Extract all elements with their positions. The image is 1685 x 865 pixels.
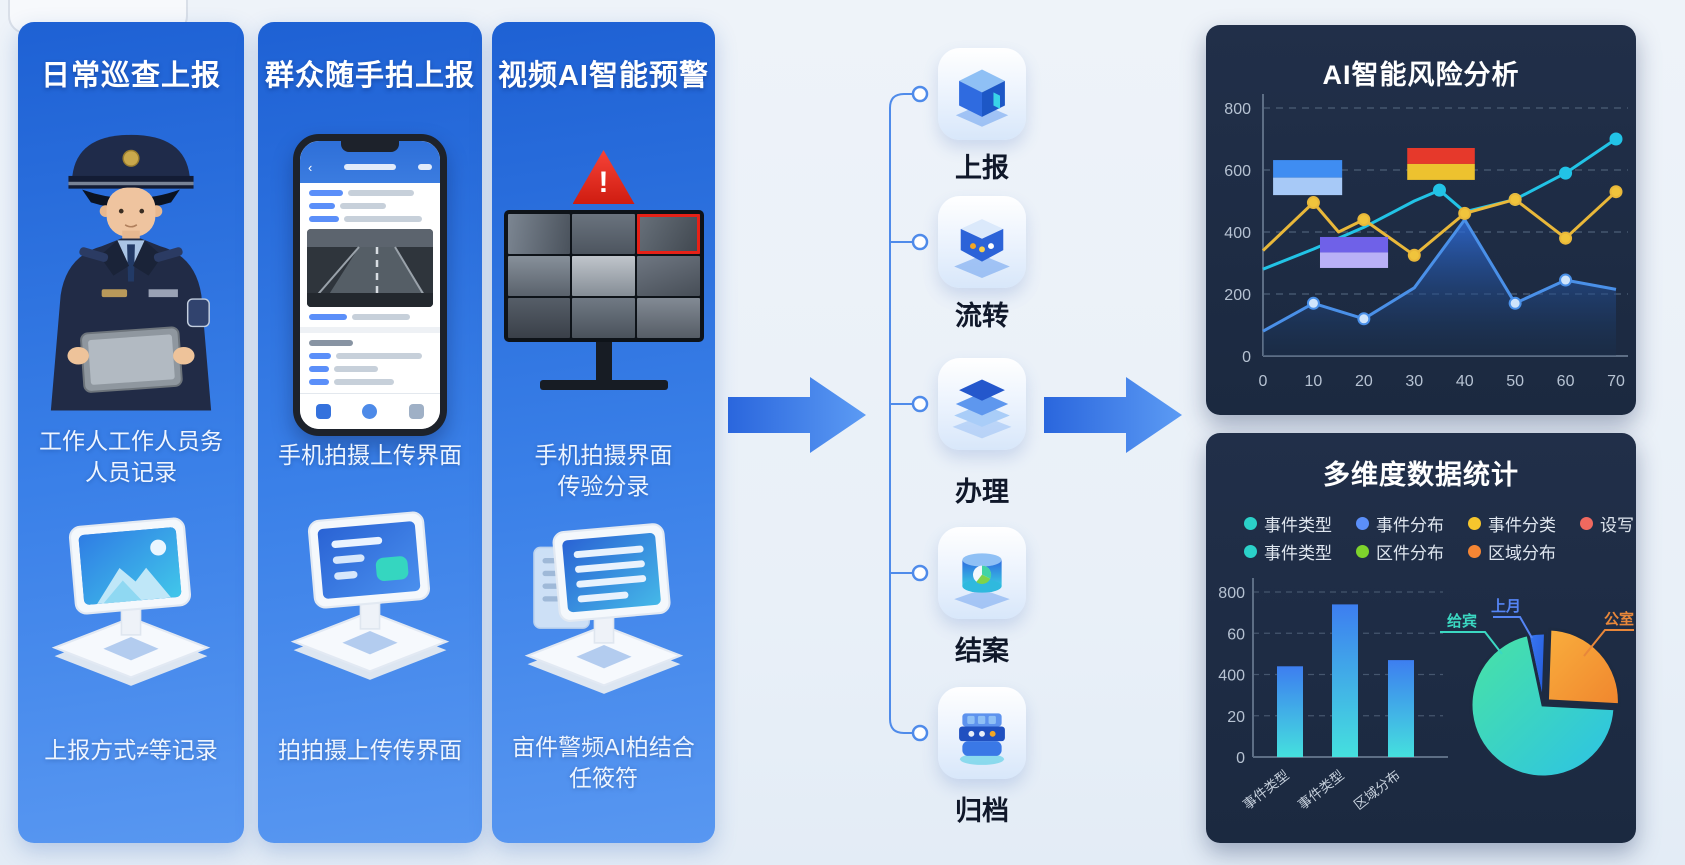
panel-caption-top: 工作人工作人员务 人员记录	[39, 428, 223, 485]
road-photo	[307, 229, 433, 307]
legend-dot-icon	[1468, 545, 1481, 558]
monitor-image-icon	[51, 517, 211, 686]
risk-panel-title: AI智能风险分析	[1322, 60, 1520, 90]
legend-item: 设写	[1580, 511, 1634, 536]
nav-home-icon	[315, 404, 331, 419]
risk-analysis-panel: AI智能风险分析 0 200 400 600 800 0 10 20 30 40 50 60 70	[1206, 25, 1636, 415]
legend-item: 事件类型	[1244, 539, 1332, 564]
flow-arrow-right	[1044, 377, 1182, 453]
legend-label: 事件分布	[1376, 516, 1444, 535]
panel-caption-bottom: 亩件警频AI柏结合 任筱符	[512, 734, 695, 791]
svg-text:0: 0	[1242, 349, 1251, 366]
panel-daily-patrol: 日常巡查上报	[18, 22, 244, 843]
alert-camera-cell	[636, 214, 700, 254]
legend-dot-icon	[1356, 545, 1369, 558]
svg-text:70: 70	[1607, 373, 1625, 390]
svg-text:区域分布: 区域分布	[1351, 768, 1403, 813]
nav-profile-icon	[409, 404, 425, 419]
panel-caption-top: 手机拍摄上传界面	[278, 442, 462, 468]
legend-label: 设写	[1600, 516, 1634, 535]
step-label-circulate: 流转	[955, 301, 1009, 331]
legend-item: 区域分布	[1468, 539, 1556, 564]
step-tile-report	[938, 48, 1026, 140]
panel-caption-bottom: 上报方式≠等记录	[44, 737, 218, 763]
svg-text:600: 600	[1224, 163, 1251, 180]
svg-text:800: 800	[1224, 101, 1251, 118]
legend-label: 区件分布	[1376, 544, 1444, 563]
legend-dot-icon	[1468, 517, 1481, 530]
step-label-report: 上报	[955, 153, 1009, 183]
monitor-list-icon	[290, 511, 450, 680]
monitor-document-icon	[524, 523, 683, 694]
panel-public-snapshot: 群众随手拍上报 ‹	[258, 22, 482, 843]
archive-icon	[959, 713, 1005, 765]
svg-text:60: 60	[1227, 626, 1245, 643]
legend-label: 区域分布	[1488, 544, 1556, 563]
svg-text:公室: 公室	[1604, 610, 1634, 628]
stats-bar-pie-chart: 80060400200事件类型事件类型区域分布公室上月给宾	[1218, 578, 1634, 813]
legend-label: 事件分类	[1488, 516, 1556, 535]
legend-label: 事件类型	[1264, 544, 1332, 563]
phone-mockup: ‹	[293, 134, 447, 436]
stats-legend-row-2: 事件类型 区件分布 区域分布	[1244, 539, 1556, 564]
svg-text:0: 0	[1259, 373, 1268, 390]
flow-connector-line	[889, 85, 929, 742]
step-tile-archive	[938, 687, 1026, 779]
police-officer-illustration	[50, 134, 212, 411]
svg-text:0: 0	[1236, 750, 1245, 767]
nav-report-icon	[362, 404, 378, 419]
cube-icon	[955, 69, 1009, 127]
svg-text:200: 200	[1224, 287, 1251, 304]
svg-text:40: 40	[1456, 373, 1474, 390]
panel-caption-top: 手机拍摄界面 传验分录	[534, 442, 673, 499]
legend-item: 事件类型	[1244, 511, 1332, 536]
legend-dot-icon	[1244, 517, 1257, 530]
stats-legend-row-1: 事件类型 事件分布 事件分类 设写	[1244, 511, 1634, 536]
legend-dot-icon	[1580, 517, 1593, 530]
legend-item: 事件分类	[1468, 511, 1556, 536]
svg-text:20: 20	[1227, 709, 1245, 726]
panel-title: 群众随手拍上报	[264, 60, 475, 92]
svg-text:事件类型: 事件类型	[1240, 768, 1292, 813]
step-tile-process	[938, 358, 1026, 450]
layers-icon	[952, 379, 1012, 439]
svg-text:上月: 上月	[1491, 598, 1521, 615]
svg-text:事件类型: 事件类型	[1295, 768, 1347, 813]
panel-title: 视频AI智能预警	[497, 60, 709, 92]
phone-notch	[341, 141, 399, 152]
legend-label: 事件类型	[1264, 516, 1332, 535]
flow-arrow-left	[728, 377, 866, 453]
svg-text:60: 60	[1557, 373, 1575, 390]
open-box-icon	[954, 219, 1010, 278]
step-label-archive: 归档	[955, 796, 1009, 826]
step-label-close-case: 结案	[955, 636, 1009, 666]
svg-text:400: 400	[1224, 225, 1251, 242]
step-tile-close-case	[938, 527, 1026, 619]
svg-text:400: 400	[1218, 668, 1245, 685]
legend-dot-icon	[1244, 545, 1257, 558]
legend-item: 事件分布	[1356, 511, 1444, 536]
svg-text:给宾: 给宾	[1447, 612, 1477, 630]
panel-title: 日常巡查上报	[40, 60, 221, 92]
step-tile-circulate	[938, 196, 1026, 288]
risk-line-chart: 0 200 400 600 800 0 10 20 30 40 50 60 70	[1224, 94, 1628, 390]
phone-bottom-nav	[300, 393, 440, 429]
svg-text:800: 800	[1218, 585, 1245, 602]
legend-dot-icon	[1356, 517, 1369, 530]
warning-triangle-icon: !	[572, 150, 635, 204]
panel-video-ai-alert: 视频AI智能预警 ! 手机拍摄界面 传验分录	[492, 22, 715, 843]
svg-text:20: 20	[1355, 373, 1373, 390]
database-icon	[954, 553, 1010, 609]
svg-text:30: 30	[1405, 373, 1423, 390]
stats-panel-title: 多维度数据统计	[1323, 460, 1519, 490]
svg-text:50: 50	[1506, 373, 1524, 390]
cctv-monitor	[503, 210, 704, 390]
step-label-process: 办理	[955, 477, 1009, 507]
svg-text:10: 10	[1305, 373, 1323, 390]
panel-caption-bottom: 拍拍摄上传传界面	[278, 737, 462, 763]
legend-item: 区件分布	[1356, 539, 1444, 564]
back-chevron-icon: ‹	[308, 159, 313, 175]
